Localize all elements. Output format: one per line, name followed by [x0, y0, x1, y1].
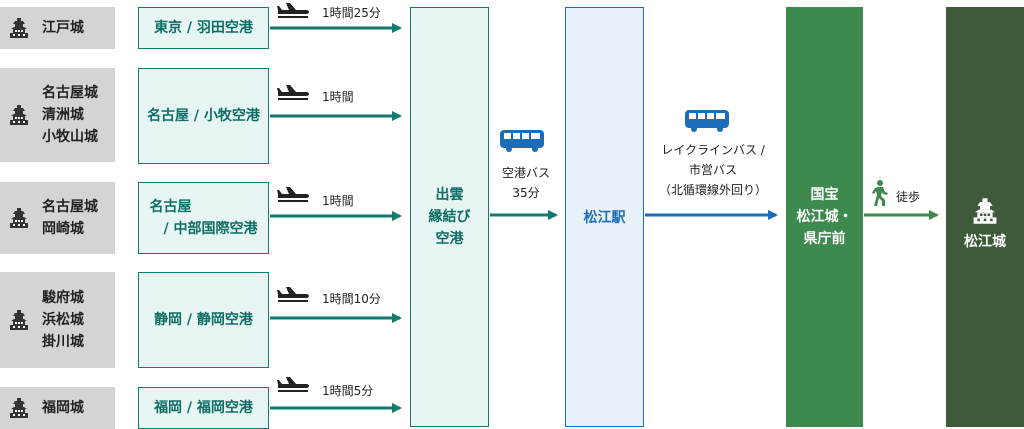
castle-icon — [10, 310, 28, 330]
origin-names: 福岡城 — [42, 397, 84, 419]
origin-name: 福岡城 — [42, 400, 84, 416]
airport-label: 福岡 / 福岡空港 — [154, 400, 253, 416]
origin-name: 浜松城 — [42, 312, 84, 328]
airport-label: 名古屋 — [149, 199, 192, 215]
origin-name: 小牧山城 — [42, 129, 98, 145]
airport-bus-label: 空港バス 35分 — [492, 163, 560, 203]
hub-label: 出雲 — [435, 187, 464, 203]
airport-fukuoka: 福岡 / 福岡空港 — [138, 387, 269, 429]
origin-name: 清洲城 — [42, 107, 84, 123]
flight-duration: 1時間10分 — [322, 292, 381, 306]
castle-icon — [10, 208, 28, 228]
castle-icon — [10, 18, 28, 38]
hub-izumo-airport: 出雲 縁結び 空港 — [410, 7, 489, 427]
airport-label: 静岡 / 静岡空港 — [154, 312, 253, 328]
castle-icon — [10, 398, 28, 418]
origin-name: 江戸城 — [42, 20, 84, 36]
airplane-icon — [277, 287, 309, 302]
origin-name: 掛川城 — [42, 334, 84, 350]
origin-nagoya-kiyosu-komakiyama: 名古屋城 清洲城 小牧山城 — [0, 68, 115, 162]
origin-name: 名古屋城 — [42, 199, 98, 215]
stop-label: 松江城・ — [796, 209, 853, 225]
stop-label: 県庁前 — [803, 231, 846, 247]
airport-label: 名古屋 / 小牧空港 — [147, 108, 260, 124]
stop-label: 国宝 — [810, 187, 839, 203]
origin-name: 名古屋城 — [42, 85, 98, 101]
origin-names: 駿府城 浜松城 掛川城 — [42, 287, 84, 353]
flight-duration: 1時間 — [322, 90, 354, 104]
origin-fukuoka: 福岡城 — [0, 387, 115, 429]
bus-icon — [500, 130, 544, 152]
airplane-icon — [277, 85, 309, 100]
bus-icon — [685, 110, 729, 132]
origin-edo: 江戸城 — [0, 7, 115, 49]
airport-shizuoka: 静岡 / 静岡空港 — [138, 272, 269, 368]
hub-label: 縁結び — [428, 209, 471, 225]
walk-label: 徒歩 — [896, 190, 921, 204]
destination-matsue-castle: 松江城 — [946, 7, 1024, 427]
bus-line-label: レイクラインバス / — [661, 143, 765, 157]
airport-komaki: 名古屋 / 小牧空港 — [138, 68, 269, 164]
hub-label: 空港 — [435, 231, 464, 247]
walking-person-icon — [872, 180, 888, 206]
origin-names: 江戸城 — [42, 17, 84, 39]
bus-line-label: 空港バス — [501, 166, 550, 180]
castle-icon — [10, 105, 28, 125]
lake-line-bus-label: レイクラインバス / 市営バス （北循環線外回り） — [644, 140, 782, 200]
airport-chubu: 名古屋 / 中部国際空港 — [138, 182, 269, 254]
origin-name: 駿府城 — [42, 290, 84, 306]
airplane-icon — [277, 377, 309, 392]
matsue-station: 松江駅 — [565, 7, 644, 427]
airport-label: 東京 / 羽田空港 — [154, 20, 253, 36]
origin-names: 名古屋城 清洲城 小牧山城 — [42, 82, 98, 148]
bus-duration-label: 35分 — [512, 186, 540, 200]
airport-haneda: 東京 / 羽田空港 — [138, 7, 269, 49]
origin-name: 岡崎城 — [42, 221, 84, 237]
bus-line-label: 市営バス — [688, 163, 737, 177]
origin-names: 名古屋城 岡崎城 — [42, 196, 98, 240]
flight-duration: 1時間 — [322, 194, 354, 208]
airplane-icon — [277, 3, 309, 18]
origin-sunpu-hamamatsu-kakegawa: 駿府城 浜松城 掛川城 — [0, 272, 115, 368]
bus-route-label: （北循環線外回り） — [658, 183, 767, 197]
castle-icon — [973, 198, 997, 224]
flight-duration: 1時間5分 — [322, 384, 374, 398]
origin-nagoya-okazaki: 名古屋城 岡崎城 — [0, 182, 115, 254]
destination-label: 松江城 — [964, 234, 1006, 250]
airplane-icon — [277, 187, 309, 202]
bus-stop-matsue-castle: 国宝 松江城・ 県庁前 — [786, 7, 863, 427]
airport-label: / 中部国際空港 — [149, 221, 258, 237]
flight-duration: 1時間25分 — [322, 6, 381, 20]
station-label: 松江駅 — [583, 210, 626, 226]
